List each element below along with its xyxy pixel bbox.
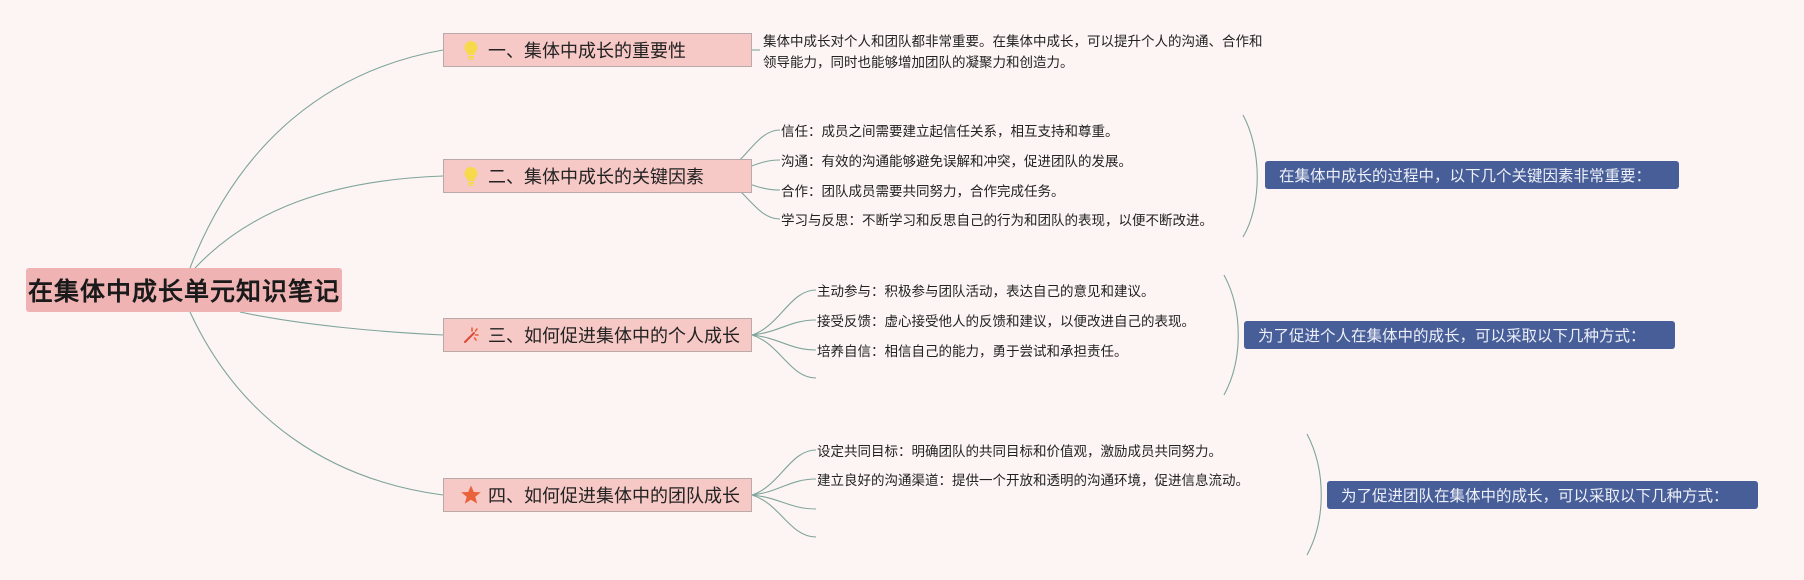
lightbulb-icon [460, 39, 482, 61]
link-root-branch-1 [189, 49, 444, 269]
branch-team-growth[interactable]: 四、如何促进集体中的团队成长 [443, 478, 752, 512]
link-branch-4-leaf-1 [751, 478, 817, 496]
leaf-common-goal[interactable]: 设定共同目标：明确团队的共同目标和价值观，激励成员共同努力。 [817, 444, 1222, 459]
link-root-branch-3 [239, 311, 444, 336]
leaf-trust[interactable]: 信任：成员之间需要建立起信任关系，相互支持和尊重。 [781, 124, 1119, 139]
link-branch-4-leaf-3 [751, 494, 817, 538]
link-root-branch-4 [189, 311, 444, 496]
link-branch-3-leaf-1 [751, 319, 817, 336]
summary-team-growth[interactable]: 为了促进团队在集体中的成长，可以采取以下几种方式： [1327, 481, 1758, 509]
link-branch-3-leaf-2 [751, 334, 817, 351]
branch-label: 四、如何促进集体中的团队成长 [488, 486, 740, 506]
link-branch-4-leaf-0 [751, 449, 817, 496]
star-icon [460, 484, 482, 506]
summary-key-factors[interactable]: 在集体中成长的过程中，以下几个关键因素非常重要： [1265, 161, 1679, 189]
leaf-cooperation[interactable]: 合作：团队成员需要共同努力，合作完成任务。 [781, 184, 1065, 199]
branch-label: 三、如何促进集体中的个人成长 [488, 326, 740, 346]
leaf-learning[interactable]: 学习与反思：不断学习和反思自己的行为和团队的表现，以便不断改进。 [781, 213, 1213, 228]
link-branch-4-leaf-2 [751, 494, 817, 510]
summary-personal-growth[interactable]: 为了促进个人在集体中的成长，可以采取以下几种方式： [1244, 321, 1675, 349]
bracket-branch-4 [1306, 433, 1322, 556]
leaf-participate[interactable]: 主动参与：积极参与团队活动，表达自己的意见和建议。 [817, 284, 1155, 299]
branch-personal-growth[interactable]: 三、如何促进集体中的个人成长 [443, 318, 752, 352]
leaf-communication[interactable]: 沟通：有效的沟通能够避免误解和冲突，促进团队的发展。 [781, 154, 1132, 169]
link-branch-3-leaf-0 [751, 289, 817, 336]
lightbulb-icon [460, 165, 482, 187]
leaf-feedback[interactable]: 接受反馈：虚心接受他人的反馈和建议，以便改进自己的表现。 [817, 314, 1195, 329]
branch-description: 集体中成长对个人和团队都非常重要。在集体中成长，可以提升个人的沟通、合作和领导能… [763, 34, 1263, 70]
branch-label: 一、集体中成长的重要性 [488, 41, 686, 61]
sparkle-wand-icon [460, 324, 482, 346]
link-root-branch-2 [194, 175, 444, 269]
root-topic[interactable]: 在集体中成长单元知识笔记 [26, 268, 342, 312]
leaf-confidence[interactable]: 培养自信：相信自己的能力，勇于尝试和承担责任。 [817, 344, 1128, 359]
branch-label: 二、集体中成长的关键因素 [488, 167, 704, 187]
bracket-branch-3 [1223, 274, 1239, 396]
bracket-branch-2 [1242, 114, 1258, 238]
branch-importance[interactable]: 一、集体中成长的重要性 [443, 33, 752, 67]
leaf-communication-channel[interactable]: 建立良好的沟通渠道：提供一个开放和透明的沟通环境，促进信息流动。 [817, 473, 1249, 488]
branch-key-factors[interactable]: 二、集体中成长的关键因素 [443, 159, 752, 193]
link-branch-3-leaf-3 [751, 334, 817, 379]
